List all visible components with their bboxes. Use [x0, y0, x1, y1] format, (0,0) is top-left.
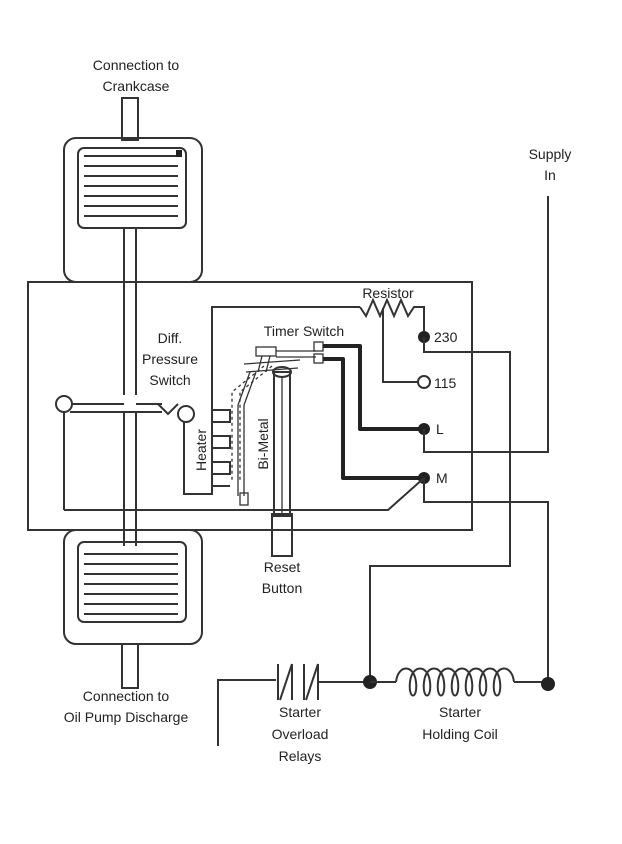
timer-switch-label: Timer Switch [264, 323, 344, 339]
diff-pressure-lever [55, 395, 195, 512]
reset-label-line1: Reset [264, 559, 301, 575]
supply-label-line1: Supply [529, 146, 572, 162]
terminal-M-label: M [436, 470, 448, 486]
resistor-label: Resistor [362, 285, 414, 301]
holding-coil-symbol [395, 667, 515, 697]
supply-label-line2: In [544, 167, 556, 183]
holding-coil-label-line1: Starter [439, 704, 481, 720]
terminal-L-label: L [436, 421, 444, 437]
overload-label-line1: Starter [279, 704, 321, 720]
crankcase-label-line1: Connection to [93, 57, 180, 73]
bimetal-label: Bi-Metal [255, 418, 271, 469]
overload-label-line2: Overload [272, 726, 329, 742]
overload-relay-contacts [277, 663, 319, 701]
diff-switch-label-line2: Pressure [142, 351, 198, 367]
holding-coil-label-line2: Holding Coil [422, 726, 497, 742]
oilpump-bellows [63, 512, 203, 689]
terminal-115-label: 115 [434, 375, 457, 391]
overload-label-line3: Relays [279, 748, 322, 764]
bimetal-element [272, 366, 292, 517]
heater-coil [211, 409, 231, 487]
coil-right-node [541, 677, 555, 691]
resistor-symbol [359, 297, 425, 383]
crankcase-label-line2: Crankcase [103, 78, 170, 94]
oilpump-label-line2: Oil Pump Discharge [64, 709, 189, 725]
control-box [27, 281, 473, 531]
diff-switch-label-line3: Switch [149, 372, 190, 388]
oilpump-label-line1: Connection to [83, 688, 170, 704]
diff-switch-label-line1: Diff. [158, 330, 183, 346]
terminal-115-dot [417, 375, 431, 389]
reset-label-line2: Button [262, 580, 302, 596]
terminal-230-label: 230 [434, 329, 458, 345]
heater-label: Heater [193, 429, 209, 471]
reset-button [271, 513, 293, 557]
